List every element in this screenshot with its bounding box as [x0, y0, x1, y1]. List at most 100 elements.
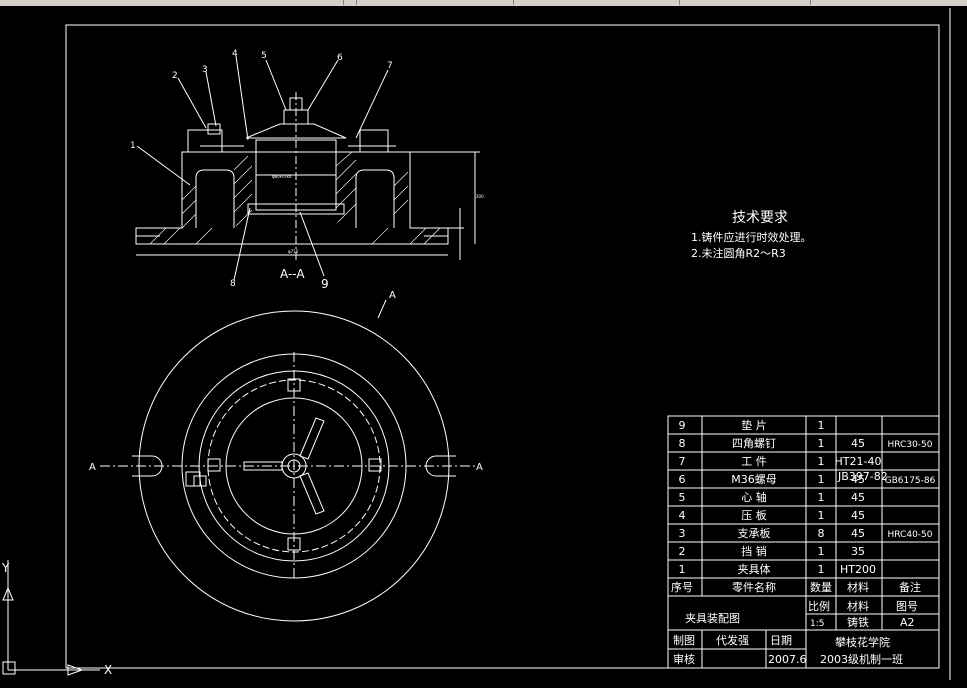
table-cell-material: HT200 — [840, 563, 876, 576]
washer — [247, 203, 345, 215]
table-cell-qty: 1 — [818, 509, 825, 522]
table-cell-qty: 1 — [818, 491, 825, 504]
balloon-5: 5 — [261, 51, 267, 61]
x-axis-label: X — [104, 663, 112, 677]
svg-text:φ80H7/k6: φ80H7/k6 — [272, 174, 292, 179]
section-hatching — [149, 151, 441, 245]
extra-note: JB397-82 — [837, 470, 888, 483]
table-cell-no: 2 — [679, 545, 686, 558]
left-slot — [132, 455, 163, 477]
table-cell-name: 压 板 — [741, 508, 767, 522]
toolbar-segment[interactable] — [514, 0, 680, 5]
balloon-4: 4 — [232, 49, 238, 59]
table-cell-no: 7 — [679, 455, 686, 468]
table-cell-name: M36螺母 — [731, 473, 777, 486]
table-cell-material: 45 — [851, 473, 865, 486]
table-cell-qty: 1 — [818, 455, 825, 468]
clamp-arms — [243, 417, 325, 515]
table-cell-name: 垫 片 — [741, 418, 767, 432]
table-cell-qty: 1 — [818, 473, 825, 486]
drawing-name: 夹具装配图 — [685, 612, 740, 625]
table-header-no: 序号 — [671, 580, 693, 594]
table-cell-no: 3 — [679, 527, 686, 540]
check-label: 审核 — [673, 652, 695, 666]
table-cell-qty: 1 — [818, 419, 825, 432]
toolbar-segment[interactable] — [680, 0, 811, 5]
table-cell-note: GB6175-86 — [885, 476, 936, 486]
table-header-name: 零件名称 — [732, 580, 776, 594]
table-cell-material: 45 — [851, 491, 865, 504]
table-cell-qty: 1 — [818, 437, 825, 450]
table-cell-no: 6 — [679, 473, 686, 486]
tech-req-line1: 1.铸件应进行时效处理。 — [691, 230, 812, 244]
school-name: 攀枝花学院 — [835, 635, 890, 649]
cut-mark-right: A — [476, 462, 483, 473]
vertical-scrollbar[interactable] — [950, 0, 967, 6]
tech-req-title: 技术要求 — [732, 210, 788, 226]
table-cell-name: 挡 销 — [741, 544, 767, 558]
table-cell-material: 45 — [851, 527, 865, 540]
table-cell-no: 9 — [679, 419, 686, 432]
drawn-by: 代发强 — [716, 633, 749, 647]
balloon-3: 3 — [202, 65, 208, 75]
table-cell-material: 35 — [851, 545, 865, 558]
plan-view: A A A — [89, 290, 483, 622]
drawing-no-value: A2 — [900, 616, 915, 629]
table-cell-note: HRC30-50 — [887, 440, 932, 450]
section-view: φ80H7/k6 φ710 200 — [130, 49, 484, 291]
toolbar-segment[interactable] — [358, 0, 514, 5]
balloon-1: 1 — [130, 141, 136, 151]
clamp-plate — [245, 123, 347, 139]
table-cell-material: 45 — [851, 509, 865, 522]
table-header-note: 备注 — [899, 580, 921, 594]
fixture-body-outline — [135, 151, 449, 245]
table-cell-qty: 1 — [818, 545, 825, 558]
table-header-material: 材料 — [847, 580, 869, 594]
window-top-toolbar — [0, 0, 967, 6]
table-cell-no: 1 — [679, 563, 686, 576]
section-number: 9 — [321, 277, 329, 291]
table-cell-name: 四角螺钉 — [732, 437, 776, 450]
table-cell-qty: 8 — [818, 527, 825, 540]
toolbar-segment[interactable] — [344, 0, 357, 5]
table-cell-name: 工 件 — [741, 455, 767, 468]
material-label: 材料 — [847, 599, 869, 613]
y-axis-label: Y — [1, 561, 10, 575]
bolt-head — [289, 97, 303, 111]
balloon-7: 7 — [387, 61, 393, 71]
cut-mark-top: A — [389, 290, 396, 301]
table-cell-no: 4 — [679, 509, 686, 522]
tech-req-line2: 2.未注圆角R2～R3 — [691, 246, 786, 260]
table-cell-no: 5 — [679, 491, 686, 504]
class-name: 2003级机制一班 — [820, 652, 903, 666]
balloon-2: 2 — [172, 71, 178, 81]
section-label: A--A — [280, 267, 305, 281]
toolbar-segment[interactable] — [0, 0, 344, 5]
scale-value: 1:5 — [810, 619, 824, 629]
scale-label: 比例 — [808, 599, 830, 613]
table-cell-no: 8 — [679, 437, 686, 450]
drawing-frame — [65, 24, 940, 669]
right-slot — [425, 455, 456, 477]
table-cell-name: 夹具体 — [738, 562, 771, 576]
left-cavity — [195, 169, 235, 228]
stop-pin — [207, 123, 221, 135]
cut-mark-left: A — [89, 462, 96, 473]
drawn-label: 制图 — [673, 634, 695, 647]
right-cavity — [355, 169, 395, 228]
material-value: 铸铁 — [847, 615, 869, 629]
table-cell-name: 支承板 — [738, 526, 771, 540]
table-cell-note: HRC40-50 — [887, 530, 932, 540]
table-cell-material: HT21-40 — [835, 455, 882, 468]
table-cell-qty: 1 — [818, 563, 825, 576]
ucs-icon: Y X — [1, 560, 112, 677]
drawing-no-label: 图号 — [896, 600, 918, 613]
svg-text:φ710: φ710 — [288, 249, 299, 254]
date-value: 2007.6 — [768, 653, 807, 666]
balloon-8: 8 — [230, 279, 236, 289]
balloon-6: 6 — [337, 53, 343, 63]
table-cell-material: 45 — [851, 437, 865, 450]
svg-text:200: 200 — [476, 194, 484, 199]
